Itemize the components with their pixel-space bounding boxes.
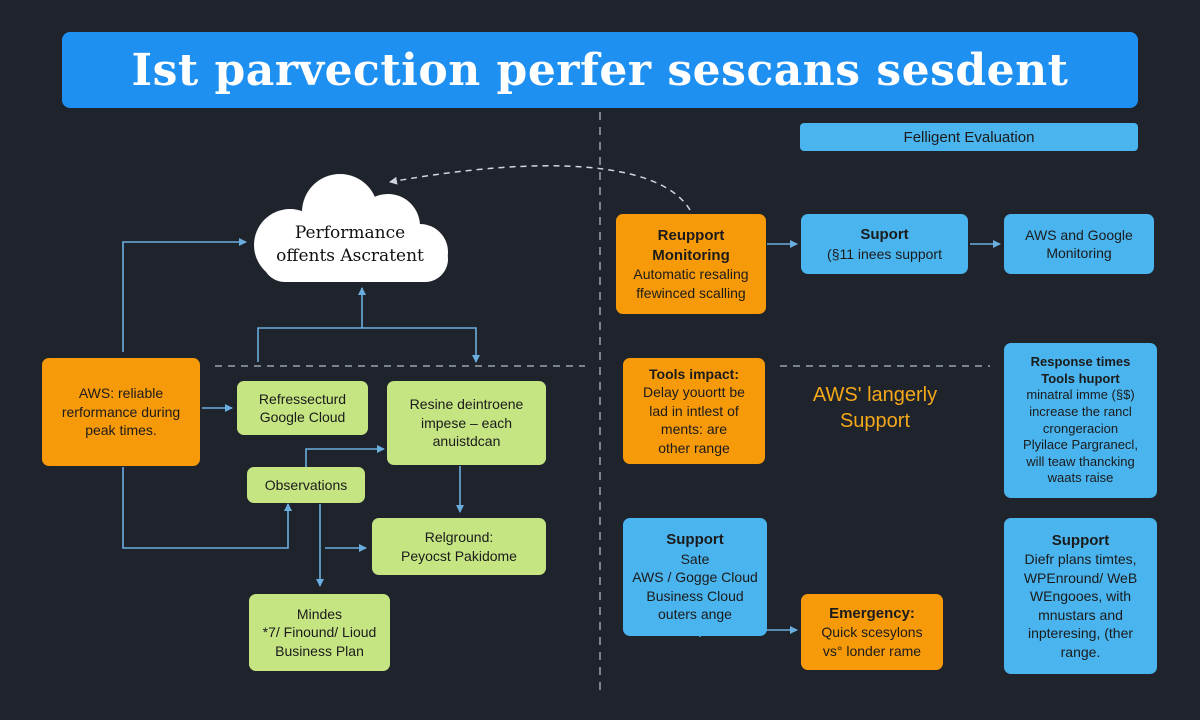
cloud-shape [254,174,448,282]
node-text: Automatic resaling [633,266,749,283]
node-heading: Monitoring [652,246,730,264]
node-text: Monitoring [1046,245,1112,261]
node-text: Mindes [296,605,343,622]
node-text: Delay youortt be [643,384,745,401]
cloud-node[interactable]: Performance offents Ascratent [250,222,450,268]
node-text: mnustars and [1038,606,1123,623]
node-text: minatral imme (§$) [1026,387,1135,403]
evaluation-text: Felligent Evaluation [903,128,1035,146]
node-text: outers ange [658,606,732,623]
node-text: Plyilace Pargranecl, [1023,437,1138,453]
node-text: AWS / Gogge Cloud [632,569,758,586]
node-text: Google Cloud [259,409,346,425]
node-text: other range [658,439,730,456]
node-suport[interactable]: Suport (§11 inees support [801,214,968,274]
node-text: peak times. [85,422,157,439]
node-text: will teaw thancking [1026,453,1135,469]
node-text: Sate [680,550,710,567]
node-text: inpteresing, (ther [1027,625,1134,642]
node-text: Business Plan [275,642,364,659]
node-resine[interactable]: Resine deintroene impese – each anuistdc… [387,381,546,465]
node-text: impese – each [420,414,513,431]
node-heading: Response times [1030,354,1131,369]
node-text: vs° londer rame [822,642,922,659]
label-line: AWS' langerly [812,384,938,406]
node-heading: Tools huport [1041,370,1120,386]
node-emergency[interactable]: Emergency: Quick scesylons vs° londer ra… [801,594,943,670]
node-text: WEngooes, with [1029,588,1132,605]
node-text: (§11 inees support [827,245,942,262]
evaluation-label: Felligent Evaluation [800,123,1138,151]
node-observations[interactable]: Observations [247,467,365,503]
node-heading: Emergency: [829,604,915,622]
node-text: AWS and Google [1025,226,1133,243]
node-heading: Support [666,531,724,549]
node-reupport-monitoring[interactable]: Reupport Monitoring Automatic resaling f… [616,214,766,314]
label-line: Support [839,410,911,432]
node-text: ments: are [660,421,728,438]
node-text: crongeracion [1042,420,1119,436]
connector-observations-to-resine [305,445,385,470]
node-text: lad in intlest of [649,402,739,419]
node-response-times[interactable]: Response times Tools huport minatral imm… [1004,343,1157,498]
node-text: Observations [264,476,348,493]
node-text: rerformance during [61,403,181,420]
node-text: Peyocst Pakidome [401,547,517,564]
connector-aws-to-cloud [122,238,247,352]
node-text: increase the rancl [1029,403,1132,419]
node-heading: Tools impact: [649,365,739,382]
node-heading: Suport [860,225,909,243]
node-support-left[interactable]: Support Sate AWS / Gogge Cloud Business … [623,518,767,636]
node-heading: Reupport [657,226,725,244]
node-support-right[interactable]: Support Diefr plans timtes, WPEnround/ W… [1004,518,1157,674]
node-aws-reliable[interactable]: AWS: reliable rerformance during peak ti… [42,358,200,466]
node-tools-impact[interactable]: Tools impact: Delay youortt be lad in in… [623,358,765,464]
node-aws-google-monitoring[interactable]: AWS and Google Monitoring [1004,214,1154,274]
node-text: waats raise [1047,470,1114,486]
aws-langerly-support-label: AWS' langerly Support [790,382,960,434]
connector-aws-to-observations [122,467,292,549]
node-text: WPEnround/ WeB [1023,569,1138,586]
node-text: Resine deintroene [409,396,524,413]
node-text: Quick scesylons [821,624,923,641]
connector-cloud-bracket [257,327,480,363]
node-text: *7/ Finound/ Lioud [262,624,377,641]
cloud-line-2: offents Ascratent [276,245,424,266]
node-mindes[interactable]: Mindes *7/ Finound/ Lioud Business Plan [249,594,390,671]
cloud-line-1: Performance [294,223,406,243]
title-banner: Ist parvection perfer sescans sesdent [62,32,1138,108]
node-relground[interactable]: Relground: Peyocst Pakidome [372,518,546,575]
node-heading: Support [1051,531,1110,549]
node-text: AWS: reliable [78,385,164,402]
node-text: ffewinced scalling [636,284,746,301]
node-text: Refressecturd [258,390,347,407]
node-refresh-google-cloud[interactable]: Refressecturd Google Cloud [237,381,368,435]
node-text: Diefr plans timtes, [1024,551,1137,568]
page-title: Ist parvection perfer sescans sesdent [131,44,1069,96]
node-text: Business Cloud [646,587,744,604]
node-text: range. [1060,643,1101,660]
dashed-curve-arrow [389,165,691,211]
node-text: anuistdcan [432,433,501,450]
node-text: Relground: [424,529,494,546]
